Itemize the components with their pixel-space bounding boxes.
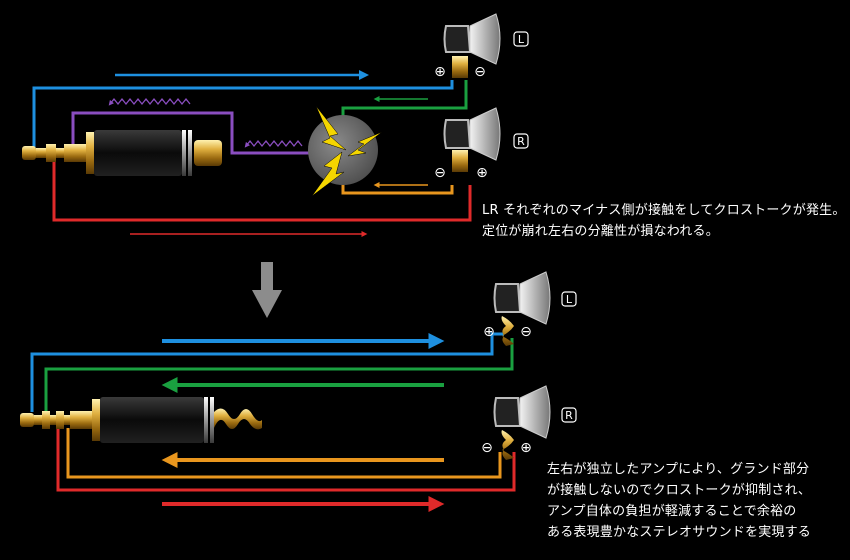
top-right-earphone — [443, 107, 501, 172]
bottom-diagram: L ⊕ ⊖ R ⊖ ⊕ — [20, 271, 577, 512]
bottom-caption-line: アンプ自体の負担が軽減することで余裕の — [547, 504, 797, 519]
bottom-left-minus: ⊖ — [520, 324, 532, 340]
spark-icon — [311, 151, 345, 197]
bottom-left-label-box — [561, 291, 577, 307]
bottom-right-label-box — [561, 407, 577, 423]
bottom-left-plus: ⊕ — [483, 324, 495, 340]
top-caption-line: 定位が崩れ左右の分離性が損なわれる。 — [482, 224, 719, 239]
top-right-minus: ⊖ — [434, 165, 446, 181]
bottom-caption-line: が接触しないのでクロストークが抑制され、 — [547, 483, 812, 498]
bottom-caption-line: ある表現豊かなステレオサウンドを実現する — [547, 525, 812, 540]
bottom-left-earphone — [493, 271, 551, 346]
top-right-label-box — [513, 133, 529, 149]
bottom-left-label: L — [566, 293, 573, 306]
top-shared-ground-wire — [71, 111, 343, 155]
bottom-right-earphone — [493, 385, 551, 460]
bottom-left-ground-wire — [44, 338, 514, 412]
bottom-caption: 左右が独立したアンプにより、グランド部分 が接触しないのでクロストークが抑制され… — [547, 459, 811, 543]
bottom-caption-line: 左右が独立したアンプにより、グランド部分 — [547, 462, 810, 477]
top-caption-line: LR それぞれのマイナス側が接触をしてクロストークが発生。 — [482, 203, 846, 218]
spark-icon — [315, 105, 347, 151]
bottom-plug — [20, 397, 262, 443]
top-left-minus: ⊖ — [474, 64, 486, 80]
top-plug — [22, 130, 222, 176]
top-right-plus: ⊕ — [476, 165, 488, 181]
top-left-label-box — [513, 31, 529, 47]
top-noise-zigzag-upper — [108, 97, 191, 106]
top-caption: LR それぞれのマイナス側が接触をしてクロストークが発生。 定位が崩れ左右の分離… — [482, 200, 846, 242]
top-left-signal-wire — [32, 80, 454, 152]
top-diagram: L ⊕ ⊖ R ⊖ ⊕ — [22, 13, 529, 237]
top-noise-zigzag-lower — [244, 139, 303, 148]
bottom-right-ground-wire — [66, 428, 502, 479]
bottom-right-minus: ⊖ — [481, 440, 493, 456]
top-right-label: R — [517, 135, 525, 148]
bottom-right-plus: ⊕ — [520, 440, 532, 456]
top-right-signal-wire — [52, 162, 472, 222]
down-arrow-icon — [252, 262, 282, 318]
bottom-left-signal-wire — [30, 332, 504, 412]
spark-icon — [347, 131, 383, 157]
top-left-plus: ⊕ — [434, 64, 446, 80]
ground-contact-circle — [308, 115, 378, 185]
top-left-earphone — [443, 13, 501, 78]
top-left-label: L — [518, 33, 525, 46]
bottom-right-label: R — [565, 409, 573, 422]
bottom-right-signal-wire — [56, 428, 516, 492]
